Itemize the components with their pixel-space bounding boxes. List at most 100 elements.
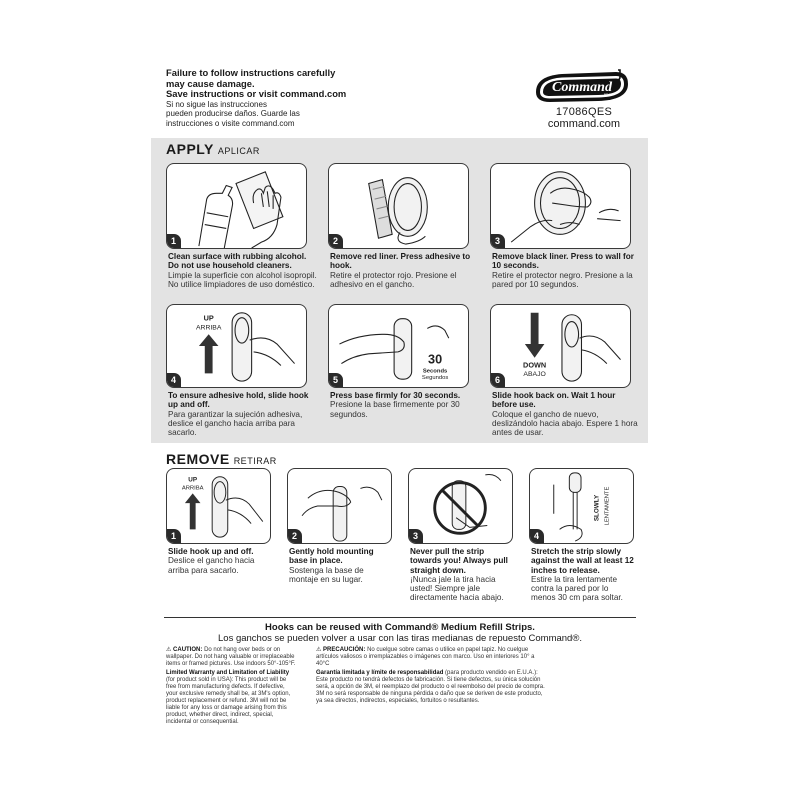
slowly-label-es: LENTAMENTE bbox=[604, 487, 610, 526]
caption-english: Stretch the strip slowly against the wal… bbox=[531, 547, 634, 575]
refill-spanish: Los ganchos se pueden volver a usar con … bbox=[218, 633, 582, 644]
caption-spanish: Retire el protector rojo. Presione el ad… bbox=[330, 270, 457, 289]
apply-step-1-caption: Clean surface with rubbing alcohol. Do n… bbox=[168, 252, 318, 289]
remove-step-1-illustration: UP ARRIBA 1 bbox=[166, 468, 271, 544]
apply-step-5-caption: Press base firmly for 30 seconds. Presio… bbox=[330, 391, 480, 419]
warning-triangle-icon: ⚠ bbox=[166, 647, 174, 653]
down-label: DOWN bbox=[523, 360, 546, 369]
caption-english: Clean surface with rubbing alcohol. Do n… bbox=[168, 252, 307, 271]
remove-step-1-caption: Slide hook up and off. Deslice el gancho… bbox=[168, 547, 272, 575]
step-number-badge: 3 bbox=[491, 234, 505, 248]
step-number-badge: 1 bbox=[167, 529, 181, 543]
warning-triangle-icon: ⚠ bbox=[316, 647, 324, 653]
hold-base-icon bbox=[301, 486, 383, 542]
fine-print-english: ⚠ CAUTION: Do not hang over beds or on w… bbox=[166, 647, 296, 727]
caption-spanish: Presione la base firmemente por 30 segun… bbox=[330, 400, 460, 419]
seconds-number: 30 bbox=[428, 353, 442, 367]
sku-number: 17086QES bbox=[555, 106, 613, 118]
remove-title-es: RETIRAR bbox=[233, 456, 277, 466]
caption-english: Slide hook back on. Wait 1 hour before u… bbox=[492, 391, 616, 410]
prohibited-circle-icon bbox=[433, 481, 487, 535]
down-arrow-icon bbox=[524, 312, 545, 358]
warranty-title-es: Garantía limitada y límite de responsabi… bbox=[316, 669, 444, 676]
header: Failure to follow instructions carefully… bbox=[166, 67, 636, 146]
remove-step-4-illustration: SLOWLY LENTAMENTE 4 bbox=[529, 468, 634, 544]
apply-step-3-caption: Remove black liner. Press to wall for 10… bbox=[492, 252, 642, 289]
caption-spanish: Sostenga la base de montaje en su lugar. bbox=[289, 565, 364, 584]
caption-english: Never pull the strip towards you! Always… bbox=[410, 547, 508, 575]
website: command.com bbox=[547, 118, 621, 130]
step-number-badge: 1 bbox=[167, 234, 181, 248]
apply-step-3-illustration: 3 bbox=[490, 163, 631, 249]
step-number-badge: 5 bbox=[329, 373, 343, 387]
caption-english: Gently hold mounting base in place. bbox=[289, 547, 374, 566]
slowly-label: SLOWLY bbox=[594, 494, 601, 521]
caption-spanish: Limpie la superficie con alcohol isoprop… bbox=[168, 270, 317, 289]
remove-slide-up-icon: UP ARRIBA bbox=[182, 476, 264, 538]
apply-step-1-illustration: 1 bbox=[166, 163, 307, 249]
refill-english: Hooks can be reused with Command® Medium… bbox=[265, 622, 535, 633]
press-base-icon: 30 Seconds Segundos bbox=[339, 318, 450, 381]
warranty-text-en: (for product sold in USA): This product … bbox=[166, 676, 291, 725]
caption-english: Remove red liner. Press adhesive to hook… bbox=[330, 252, 471, 271]
alcohol-wipe-icon bbox=[198, 171, 284, 248]
remove-step-2-caption: Gently hold mounting base in place. Sost… bbox=[289, 547, 393, 584]
caution-text-es: No cuelgue sobre camas o utilice en pape… bbox=[316, 647, 535, 667]
up-label: UP bbox=[204, 314, 214, 323]
command-logo: Command BRAND bbox=[532, 68, 632, 106]
no-pull-icon bbox=[433, 473, 502, 535]
down-label-es: ABAJO bbox=[523, 371, 545, 378]
up-label: UP bbox=[188, 477, 197, 484]
caption-spanish: Estire la tira lentamente contra la pare… bbox=[531, 574, 623, 603]
step-number-badge: 6 bbox=[491, 373, 505, 387]
caption-english: Slide hook up and off. bbox=[168, 547, 254, 556]
apply-step-2-caption: Remove red liner. Press adhesive to hook… bbox=[330, 252, 480, 289]
up-arrow-icon bbox=[184, 493, 201, 530]
step-number-badge: 4 bbox=[167, 373, 181, 387]
caption-english: Remove black liner. Press to wall for 10… bbox=[492, 252, 634, 271]
step-number-badge: 3 bbox=[409, 529, 423, 543]
brand-block: Command BRAND 17086QES command.com bbox=[532, 68, 636, 130]
caption-spanish: ¡Nunca jale la tira hacia usted! Siempre… bbox=[410, 574, 504, 603]
caption-spanish: Deslice el gancho hacia arriba para saca… bbox=[168, 556, 255, 575]
apply-title-es: APLICAR bbox=[217, 146, 260, 156]
apply-title-en: APPLY bbox=[166, 141, 214, 157]
apply-step-6-caption: Slide hook back on. Wait 1 hour before u… bbox=[492, 391, 642, 437]
brand-tm-text: BRAND bbox=[604, 93, 615, 97]
caption-english: To ensure adhesive hold, slide hook up a… bbox=[168, 391, 309, 410]
caution-title-en: CAUTION: bbox=[173, 647, 203, 653]
up-label-es: ARRIBA bbox=[196, 324, 222, 331]
apply-step-5-illustration: 30 Seconds Segundos 5 bbox=[328, 304, 469, 388]
remove-step-4-caption: Stretch the strip slowly against the wal… bbox=[531, 547, 635, 603]
caption-spanish: Para garantizar la sujeción adhesiva, de… bbox=[168, 409, 303, 438]
warranty-title-en: Limited Warranty and Limitation of Liabi… bbox=[166, 669, 290, 676]
up-arrow-icon bbox=[198, 334, 219, 374]
brand-name-text: Command bbox=[552, 80, 613, 95]
remove-step-3-caption: Never pull the strip towards you! Always… bbox=[410, 547, 514, 603]
divider bbox=[164, 617, 636, 618]
remove-title-en: REMOVE bbox=[166, 451, 230, 467]
seconds-label-es: Segundos bbox=[422, 375, 448, 381]
step-number-badge: 2 bbox=[329, 234, 343, 248]
fine-print-spanish: ⚠ PRECAUCIÓN: No cuelgue sobre camas o u… bbox=[316, 647, 546, 706]
refill-note: Hooks can be reused with Command® Medium… bbox=[164, 622, 636, 644]
caution-title-es: PRECAUCIÓN: bbox=[323, 647, 366, 653]
remove-step-3-illustration: 3 bbox=[408, 468, 513, 544]
apply-step-2-illustration: 2 bbox=[328, 163, 469, 249]
warranty-text-es: (para producto vendido en E.U.A.): Este … bbox=[316, 669, 545, 704]
warning-english: Failure to follow instructions carefully… bbox=[166, 67, 347, 100]
press-to-wall-icon bbox=[510, 171, 621, 243]
seconds-label: Seconds bbox=[423, 368, 448, 374]
remove-step-2-illustration: 2 bbox=[287, 468, 392, 544]
stretch-strip-icon: SLOWLY LENTAMENTE bbox=[553, 472, 610, 542]
apply-step-4-illustration: UP ARRIBA 4 bbox=[166, 304, 307, 388]
slide-hook-down-icon: DOWN ABAJO bbox=[523, 312, 621, 382]
apply-step-6-illustration: DOWN ABAJO 6 bbox=[490, 304, 631, 388]
apply-step-4-caption: To ensure adhesive hold, slide hook up a… bbox=[168, 391, 318, 437]
caption-spanish: Retire el protector negro. Presione a la… bbox=[492, 270, 633, 289]
caution-text-en: Do not hang over beds or on wallpaper. D… bbox=[166, 647, 296, 667]
up-label-es: ARRIBA bbox=[182, 485, 204, 491]
remove-red-liner-icon bbox=[368, 177, 428, 245]
